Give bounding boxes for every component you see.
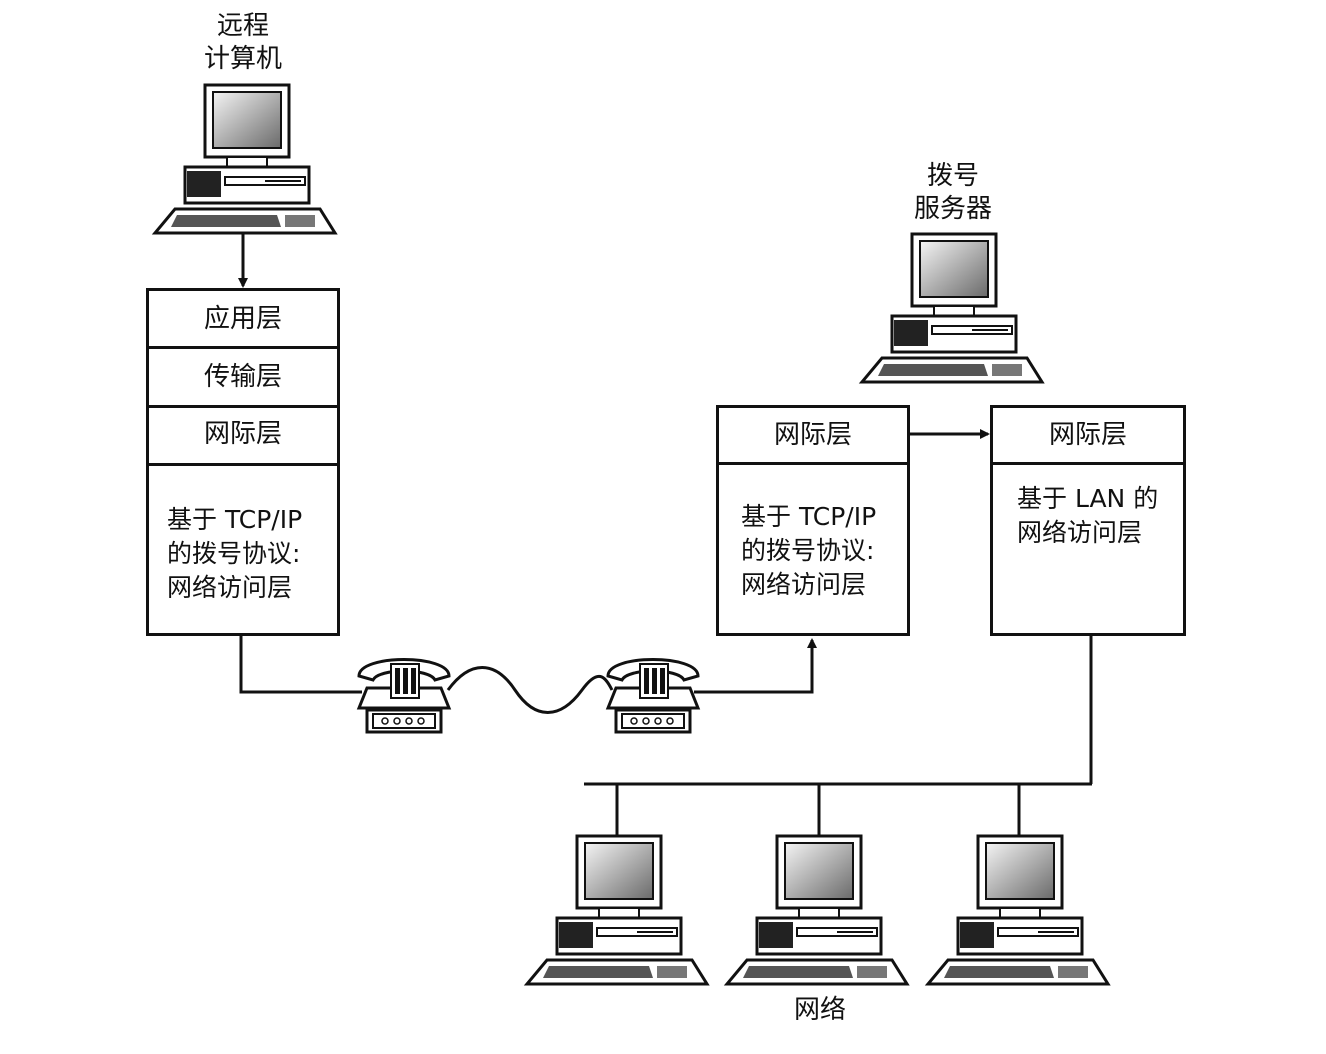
- arrow-phone-to-server-stack: [694, 638, 817, 694]
- remote-computer-icon: [153, 83, 337, 235]
- telephone-right-icon: [606, 658, 700, 734]
- server-dialup-stack: 网际层 基于 TCP/IP 的拨号协议: 网络访问层: [716, 405, 910, 636]
- phone-line-wave: [446, 666, 614, 714]
- server-internet-layer: 网际层: [719, 408, 907, 465]
- server-dialup-access-layer: 基于 TCP/IP 的拨号协议: 网络访问层: [741, 502, 877, 599]
- dialup-server-label: 拨号 服务器: [913, 161, 992, 224]
- line-stack-to-phone: [239, 634, 362, 694]
- lan-internet-layer: 网际层: [993, 408, 1183, 465]
- server-lan-stack: 网际层 基于 LAN 的 网络访问层: [990, 405, 1186, 636]
- network-access-layer: 基于 TCP/IP 的拨号协议: 网络访问层: [167, 505, 303, 602]
- remote-protocol-stack: 应用层 传输层 网际层 基于 TCP/IP 的拨号协议: 网络访问层: [146, 288, 340, 636]
- network-computer-2-icon: [725, 834, 909, 986]
- network-computer-1-icon: [525, 834, 709, 986]
- lan-access-layer: 基于 LAN 的 网络访问层: [1017, 484, 1159, 547]
- application-layer: 应用层: [149, 291, 337, 349]
- internet-layer: 网际层: [149, 408, 337, 466]
- telephone-left-icon: [357, 658, 451, 734]
- dialup-server-computer-icon: [860, 232, 1044, 384]
- network-computer-3-icon: [926, 834, 1110, 986]
- network-label: 网络: [793, 995, 846, 1025]
- transport-layer: 传输层: [149, 349, 337, 408]
- remote-computer-label: 远程 计算机: [203, 11, 282, 74]
